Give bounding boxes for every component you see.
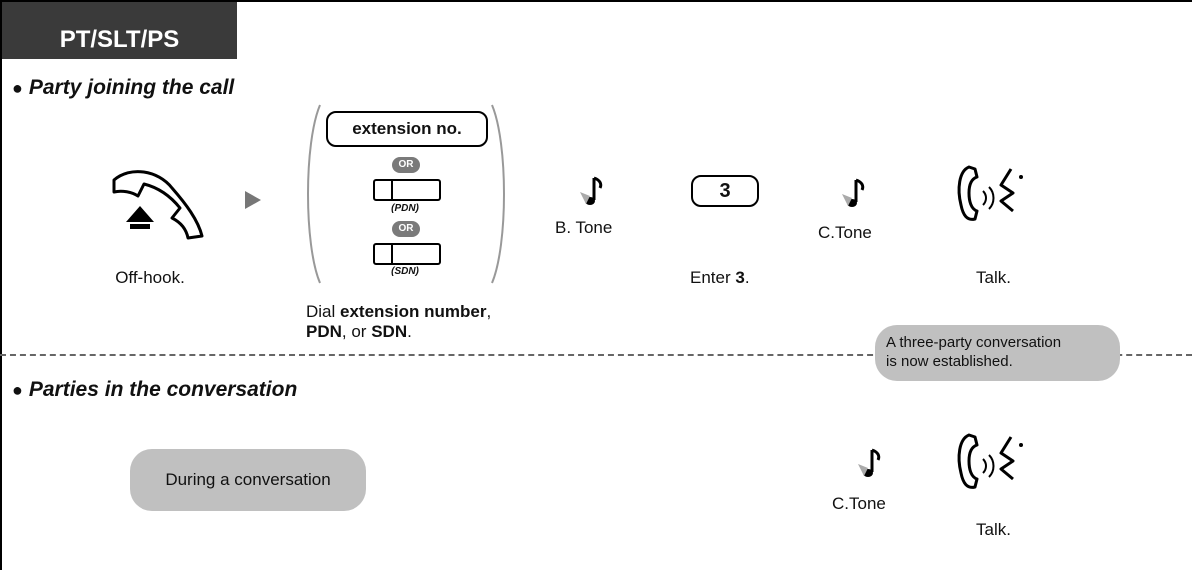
header-tab-label: PT/SLT/PS — [59, 26, 180, 53]
confirmation-tone-icon — [858, 448, 881, 477]
busy-tone-icon — [580, 176, 603, 205]
frame-left-border — [0, 0, 2, 570]
enter-3-label: Enter 3. — [690, 268, 750, 287]
talk-icon — [957, 433, 1023, 489]
bullet-icon: ● — [12, 78, 23, 98]
left-parenthesis-icon — [307, 104, 321, 284]
or-badge-icon: OR — [392, 221, 420, 237]
section-title-parties-in-conversation: ●Parties in the conversation — [12, 378, 297, 402]
off-hook-handset-icon — [112, 170, 204, 240]
pdn-button-icon[interactable] — [373, 179, 441, 201]
off-hook-label: Off-hook. — [115, 268, 185, 287]
right-parenthesis-icon — [491, 104, 505, 284]
section-divider — [0, 354, 1192, 356]
busy-tone-label: B. Tone — [555, 218, 613, 237]
extension-no-key[interactable]: extension no. — [326, 111, 488, 147]
confirmation-tone-icon — [842, 178, 865, 207]
or-badge-icon: OR — [392, 157, 420, 173]
during-conversation-label: During a conversation — [165, 470, 331, 489]
digit-3-key[interactable]: 3 — [691, 175, 759, 207]
dial-instruction: Dial extension number, PDN, or SDN. — [306, 302, 492, 341]
talk-label: Talk. — [976, 520, 1011, 539]
section-title-text: Party joining the call — [28, 76, 235, 99]
talk-label: Talk. — [976, 268, 1011, 287]
during-conversation-badge: During a conversation — [130, 449, 366, 511]
sdn-caption: (SDN) — [391, 266, 419, 277]
confirmation-tone-label: C.Tone — [832, 494, 886, 513]
sdn-button-icon[interactable] — [373, 243, 441, 265]
frame-top-border — [0, 0, 1192, 2]
confirmation-tone-label: C.Tone — [818, 223, 872, 242]
header-tab: PT/SLT/PS — [2, 2, 237, 59]
pdn-caption: (PDN) — [391, 203, 419, 214]
section-title-text: Parties in the conversation — [28, 378, 298, 401]
talk-icon — [957, 165, 1023, 221]
bullet-icon: ● — [12, 380, 23, 400]
next-step-arrow-icon — [245, 191, 261, 209]
section-title-party-joining: ●Party joining the call — [12, 76, 234, 100]
